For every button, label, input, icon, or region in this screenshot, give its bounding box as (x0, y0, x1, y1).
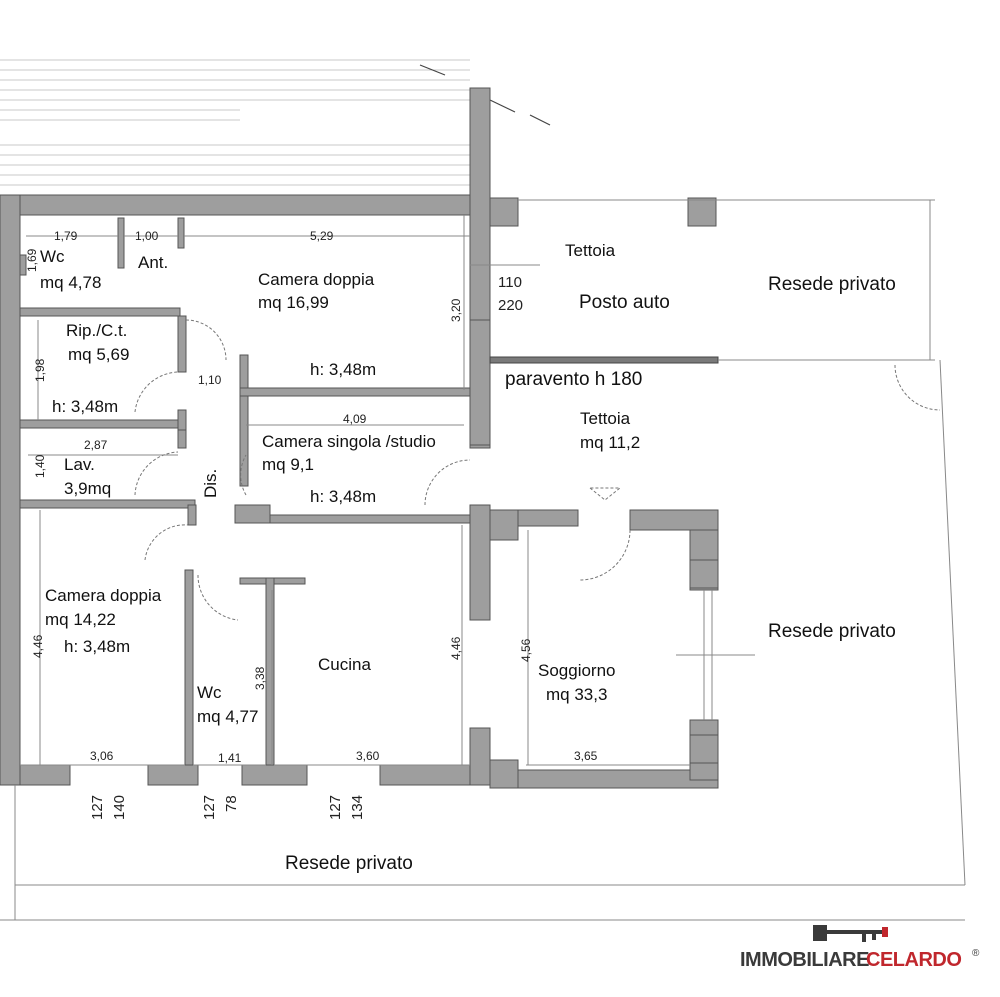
camera-singola-height: h: 3,48m (310, 487, 376, 506)
camera-doppia-bottom-area: mq 14,22 (45, 610, 116, 629)
dimension-lines (20, 215, 690, 766)
ant-name: Ant. (138, 253, 168, 272)
dim-456: 4,56 (519, 638, 533, 662)
window-127-b: 127 (201, 795, 218, 820)
key-icon (813, 925, 888, 942)
dim-220: 220 (498, 297, 523, 314)
window-140: 140 (111, 795, 128, 820)
dim-365: 3,65 (574, 749, 598, 763)
property-line (419, 64, 551, 126)
logo: IMMOBILIARE CELARDO ® (740, 925, 980, 971)
lav-name: Lav. (64, 455, 95, 474)
lav-area: 3,9mq (64, 479, 111, 498)
boundary-lines (0, 199, 966, 921)
window-78: 78 (223, 795, 240, 812)
walls (0, 87, 719, 789)
resede-privato-2: Resede privato (768, 621, 896, 642)
camera-singola-name: Camera singola /studio (262, 432, 436, 451)
dim-110: 110 (498, 274, 522, 291)
camera-doppia-top-height: h: 3,48m (310, 360, 376, 379)
dim-338: 3,38 (253, 666, 267, 690)
wc-top-name: Wc (40, 247, 65, 266)
dim-100: 1,00 (135, 229, 159, 243)
rip-area: mq 5,69 (68, 345, 129, 364)
door-swings (134, 319, 941, 621)
dis-name: Dis. (201, 469, 220, 498)
soggiorno-name: Soggiorno (538, 661, 616, 680)
soggiorno-area: mq 33,3 (546, 685, 607, 704)
dim-140-vertical: 1,40 (33, 454, 47, 478)
window-127-a: 127 (89, 795, 106, 820)
tettoia-mid-name: Tettoia (580, 409, 631, 428)
resede-privato-1: Resede privato (768, 274, 896, 295)
dim-306: 3,06 (90, 749, 114, 763)
window-127-c: 127 (327, 795, 344, 820)
dim-446-right: 4,46 (449, 636, 463, 660)
paravento-label: paravento h 180 (505, 369, 642, 390)
camera-singola-area: mq 9,1 (262, 455, 314, 474)
wc-bottom-area: mq 4,77 (197, 707, 258, 726)
cucina-name: Cucina (318, 655, 371, 674)
dim-529: 5,29 (310, 229, 334, 243)
camera-doppia-bottom-name: Camera doppia (45, 586, 162, 605)
logo-part1: IMMOBILIARE (740, 949, 869, 971)
dim-409: 4,09 (343, 412, 367, 426)
dim-110b: 1,10 (198, 373, 222, 387)
camera-doppia-top-name: Camera doppia (258, 270, 375, 289)
dim-287: 2,87 (84, 438, 108, 452)
dim-141: 1,41 (218, 751, 242, 765)
tettoia-mid-area: mq 11,2 (580, 433, 640, 452)
rip-height: h: 3,48m (52, 397, 118, 416)
dim-169: 1,69 (25, 248, 39, 272)
camera-doppia-bottom-height: h: 3,48m (64, 637, 130, 656)
rip-name: Rip./C.t. (66, 321, 127, 340)
logo-mark: ® (972, 948, 980, 959)
dim-198: 1,98 (33, 358, 47, 382)
dim-446-left: 4,46 (31, 634, 45, 658)
posto-auto-name: Posto auto (579, 292, 670, 313)
resede-privato-3: Resede privato (285, 853, 413, 874)
hatched-roof-area (0, 59, 470, 186)
dim-179: 1,79 (54, 229, 78, 243)
dim-320: 3,20 (449, 298, 463, 322)
camera-doppia-top-area: mq 16,99 (258, 293, 329, 312)
dim-360: 3,60 (356, 749, 380, 763)
logo-part2: CELARDO (866, 949, 961, 971)
tettoia-top-name: Tettoia (565, 241, 616, 260)
wc-top-area: mq 4,78 (40, 273, 101, 292)
window-134: 134 (349, 795, 366, 820)
wc-bottom-name: Wc (197, 683, 222, 702)
